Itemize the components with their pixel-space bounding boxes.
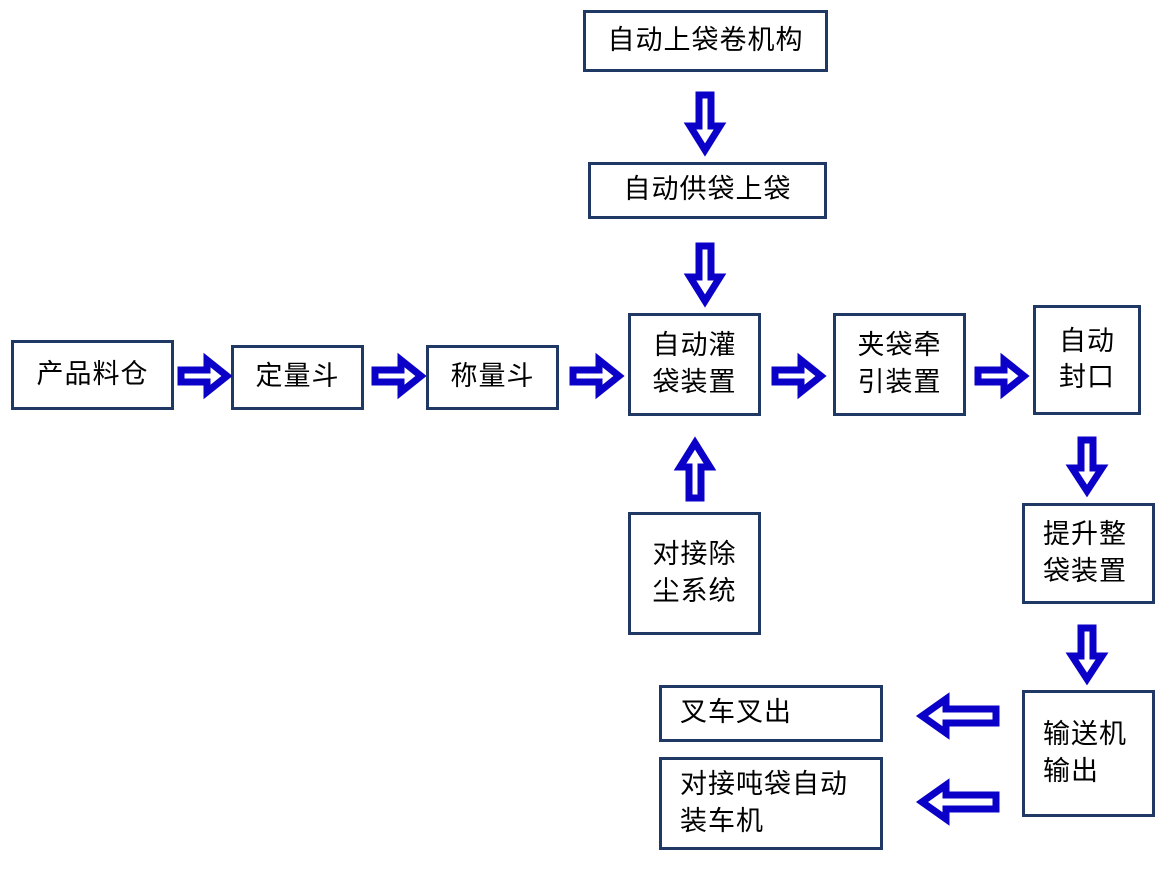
node-label-line: 封口 [1059,362,1115,393]
node-label-line: 对接吨袋自动 [680,769,848,801]
node-label-line: 夹袋牵 [857,330,942,362]
node-label-line: 输送机 [1043,719,1127,751]
arrow-bagroll-to-supply-icon [683,91,727,157]
arrow-weighing-to-filling-icon [569,352,625,400]
arrow-dust-to-filling-icon [673,436,717,502]
node-label-line: 引装置 [857,366,942,398]
arrow-conveyor-to-jumboloader-icon [915,778,1000,826]
node-dust-removal[interactable]: 对接除 尘系统 [628,512,761,635]
node-label-line: 自动供袋上袋 [623,174,792,206]
node-label-line: 称量斗 [450,361,535,393]
node-jumbo-bag-loader[interactable]: 对接吨袋自动 装车机 [659,757,883,850]
node-label-line: 袋装置 [1043,555,1127,587]
node-auto-sealing[interactable]: 自动 封口 [1033,305,1141,415]
node-bag-roll-feeder[interactable]: 自动上袋卷机构 [583,10,828,72]
node-product-silo[interactable]: 产品料仓 [11,340,174,410]
arrow-dosing-to-weighing-icon [371,352,427,400]
arrow-supply-to-filling-icon [683,242,727,308]
node-label-line: 提升整 [1043,519,1127,551]
node-label-line: 自动上袋卷机构 [607,24,804,56]
node-forklift-out[interactable]: 叉车叉出 [659,685,883,742]
node-label-line: 输出 [1043,755,1099,787]
arrow-clamp-to-sealing-icon [974,352,1030,400]
node-bag-clamp-pull[interactable]: 夹袋牵 引装置 [833,313,966,416]
node-label-line: 叉车叉出 [680,697,792,729]
arrow-filling-to-clamp-icon [771,352,827,400]
node-weighing-hopper[interactable]: 称量斗 [426,345,559,410]
node-label-line: 产品料仓 [36,358,149,390]
node-label-line: 自动灌 [652,330,737,362]
node-label-line: 袋装置 [652,366,737,398]
node-label-line: 尘系统 [652,575,737,607]
arrow-conveyor-to-forklift-icon [915,692,1000,740]
node-auto-bag-filling[interactable]: 自动灌 袋装置 [628,313,761,416]
node-auto-bag-supply[interactable]: 自动供袋上袋 [588,162,827,219]
node-label-line: 自动 [1059,325,1115,357]
node-lift-bag-shaper[interactable]: 提升整 袋装置 [1022,503,1155,604]
node-label-line: 定量斗 [255,361,340,393]
node-dosing-hopper[interactable]: 定量斗 [231,345,364,410]
arrow-sealing-to-lift-icon [1065,436,1109,498]
arrow-silo-to-dosing-icon [177,352,233,400]
node-label-line: 装车机 [680,805,764,837]
node-conveyor-output[interactable]: 输送机 输出 [1022,690,1155,817]
node-label-line: 对接除 [652,539,737,571]
arrow-lift-to-conveyor-icon [1065,624,1109,686]
